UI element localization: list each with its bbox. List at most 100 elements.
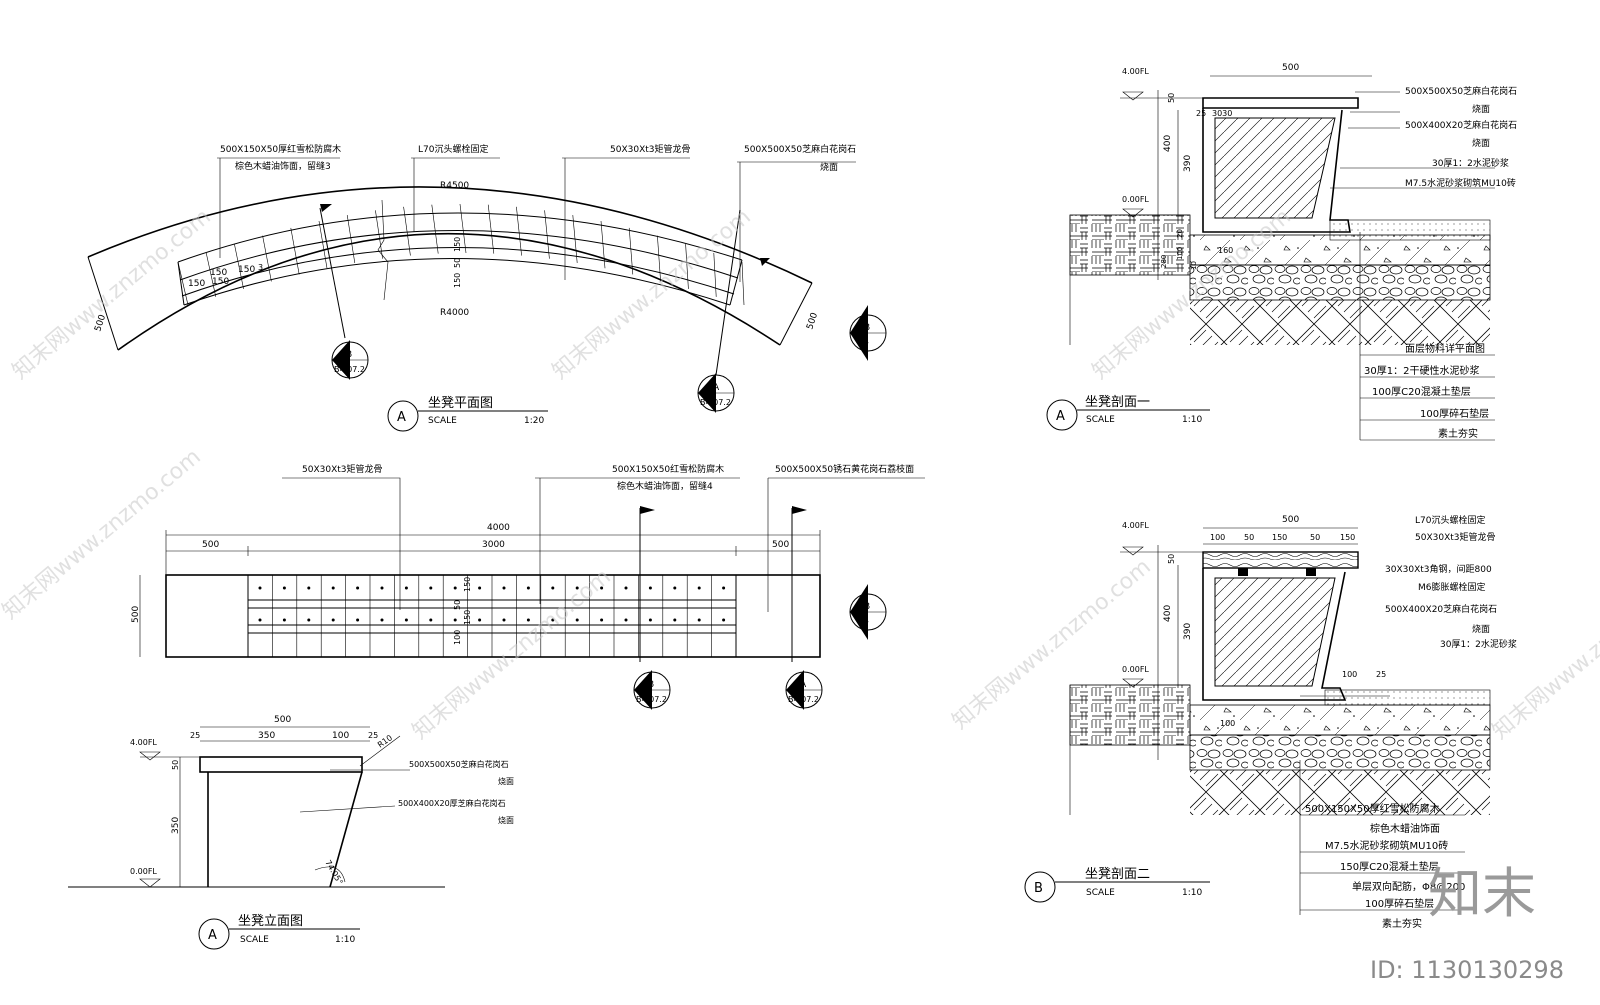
plan-note-wood: 500X150X50厚红雪松防腐木 [220, 143, 341, 155]
sec2-title-tag: B [1034, 881, 1043, 896]
sec1-scale: 1:10 [1182, 415, 1202, 425]
sec2-layer-2: M7.5水泥砂浆砌筑MU10砖 [1325, 839, 1448, 852]
plan-dim-v150a: 150 [453, 237, 462, 252]
sec2-dim-50a: 50 [1244, 533, 1254, 542]
long-sec-b-marker: B B4.07.2 [633, 670, 671, 710]
plan-dim-3: 3 [258, 263, 263, 272]
elev-scale: 1:10 [335, 935, 355, 945]
sec2-note-1: 50X30Xt3矩管龙骨 [1415, 531, 1496, 543]
long-note-stone: 500X500X50锈石黄花岗石荔枝面 [775, 463, 914, 475]
sec1-lvl-top: 4.00FL [1122, 67, 1149, 76]
elev-dim-h350: 350 [171, 817, 181, 834]
watermark-text-2: 知末网www.znzmo.com [548, 204, 756, 384]
sec1-right-notes: 500X500X50芝麻白花岗石 烧面 500X400X20芝麻白花岗石 烧面 … [1405, 85, 1517, 189]
elev-dim-100: 100 [332, 731, 349, 741]
plan-title-tag: A [397, 410, 406, 425]
plan-section-a-marker: A B4.07.2 [697, 373, 735, 413]
sec2-dim-25: 25 [1376, 670, 1386, 679]
watermark-text-1: 知末网www.znzmo.com [8, 204, 216, 384]
plan-dim-v50: 50 [453, 258, 462, 268]
long-dim-left: 500 [202, 540, 219, 550]
sec1-dim-h50: 50 [1167, 93, 1176, 103]
sec2-note-4: 500X400X20芝麻白花岗石 [1385, 603, 1497, 615]
sec2-note-5: 烧面 [1472, 623, 1490, 635]
long-elev-b-letter: B [864, 602, 870, 612]
elev-note-1b: 烧面 [498, 776, 514, 786]
sec1-dim-100: 100 [1176, 247, 1184, 260]
plan-note-wood-finish: 棕色木蜡油饰面，留缝3 [235, 160, 331, 172]
sec2-lvl-ground: 0.00FL [1122, 665, 1149, 674]
sec2-right-notes: L70沉头螺栓固定 50X30Xt3矩管龙骨 30X30Xt3角钢，间距800 … [1385, 514, 1517, 650]
sec1-dim-280: 280 [1160, 255, 1168, 268]
sec1-note-3: 烧面 [1472, 137, 1490, 149]
sec2-dim-100b: 100 [1342, 670, 1357, 679]
elev-dim-25b: 25 [368, 731, 378, 740]
elev-note-1: 500X500X50芝麻白花岗石 [409, 759, 509, 769]
sec1-dim-160: 160 [1218, 246, 1233, 255]
elev-title: 坐凳立面图 [238, 913, 303, 929]
elev-dim-25a: 25 [190, 731, 200, 740]
sec1-note-5: M7.5水泥砂浆砌筑MU10砖 [1405, 177, 1516, 189]
bench-elevation [68, 726, 445, 888]
plan-title-block: A 坐凳平面图 SCALE 1:20 [387, 395, 548, 432]
sec2-lvl-top: 4.00FL [1122, 521, 1149, 530]
watermark-text-7: 知末网www.znzmo.com [1488, 564, 1600, 744]
plan-dim-v150b: 150 [453, 273, 462, 288]
sec2-dim-50b: 50 [1310, 533, 1320, 542]
sec2-note-3: M6膨胀螺栓固定 [1418, 581, 1486, 593]
elev-scale-label: SCALE [240, 935, 269, 945]
plan-note-keel: 50X30Xt3矩管龙骨 [610, 143, 691, 155]
long-note-wood: 500X150X50红雪松防腐木 [612, 463, 724, 475]
sec2-title: 坐凳剖面二 [1085, 866, 1150, 882]
plan-note-stone-finish: 烧面 [820, 161, 838, 173]
elev-dim-350: 350 [258, 731, 275, 741]
section-one [1069, 75, 1495, 440]
plan-note-bolt: L70沉头螺栓固定 [418, 143, 488, 155]
sec2-dim-100: 100 [1210, 533, 1225, 542]
sec2-dim-h50: 50 [1167, 554, 1176, 564]
plan-dim-150-2: 150 [238, 265, 255, 275]
long-dim-v150a: 150 [463, 577, 472, 592]
long-dim-v100: 100 [453, 630, 462, 645]
sec1-dim-h400: 400 [1163, 135, 1173, 152]
sec1-dim-25: 25 [1196, 109, 1206, 118]
plan-dim-150-3: 150 [188, 279, 205, 289]
elev-lvl-ground: 0.00FL [130, 867, 157, 876]
sec1-layer-3: 100厚碎石垫层 [1420, 407, 1489, 420]
watermark-text-5: 知末网www.znzmo.com [408, 564, 616, 744]
sec1-lvl-ground: 0.00FL [1122, 195, 1149, 204]
sec1-title-block: A 坐凳剖面一 SCALE 1:10 [1046, 394, 1210, 431]
elev-dim-h50: 50 [171, 760, 180, 770]
straight-bench-plan [139, 477, 925, 662]
elev-dim-total: 500 [274, 715, 291, 725]
sec1-note-4: 30厚1：2水泥砂浆 [1432, 157, 1509, 169]
long-dim-total: 4000 [487, 523, 510, 533]
plan-dim-150-1: 150 [210, 268, 227, 278]
plan-dim-r-inner: R4000 [440, 308, 469, 318]
sec2-layer-3: 150厚C20混凝土垫层 [1340, 860, 1439, 873]
plan-dim-w-right: 500 [805, 311, 820, 331]
sec2-dim-h400: 400 [1163, 605, 1173, 622]
long-sec-a-ref: B4.07.2 [788, 695, 819, 704]
elev-lvl-top: 4.00FL [130, 738, 157, 747]
sec2-dim-100c: 100 [1220, 719, 1235, 728]
sec2-scale-label: SCALE [1086, 888, 1115, 898]
sec2-scale: 1:10 [1182, 888, 1202, 898]
sec2-layer-4: 单层双向配筋，Φ8@200 [1352, 880, 1465, 893]
long-sec-b-letter: B [648, 680, 654, 690]
sec1-layer-1: 30厚1：2干硬性水泥砂浆 [1364, 364, 1479, 377]
sec1-dim-20: 20 [1176, 229, 1184, 238]
plan-note-stone: 500X500X50芝麻白花岗石 [744, 143, 856, 155]
watermark-logo: 知末 [1428, 862, 1536, 925]
long-elev-b-marker: B - [849, 584, 887, 640]
elev-dim-angle: 74.05° [323, 859, 344, 887]
sec2-layer-1: 棕色木蜡油饰面 [1370, 822, 1440, 835]
sec1-layer-notes: 面层物料详平面图 30厚1：2干硬性水泥砂浆 100厚C20混凝土垫层 100厚… [1360, 342, 1495, 441]
sec1-title-tag: A [1056, 409, 1065, 424]
plan-elev-b-letter: B [864, 323, 870, 333]
sec2-title-block: B 坐凳剖面二 SCALE 1:10 [1024, 866, 1210, 903]
sec2-note-2: 30X30Xt3角钢，间距800 [1385, 563, 1492, 575]
sec2-dim-150: 150 [1272, 533, 1287, 542]
sec2-dim-500: 500 [1282, 515, 1299, 525]
